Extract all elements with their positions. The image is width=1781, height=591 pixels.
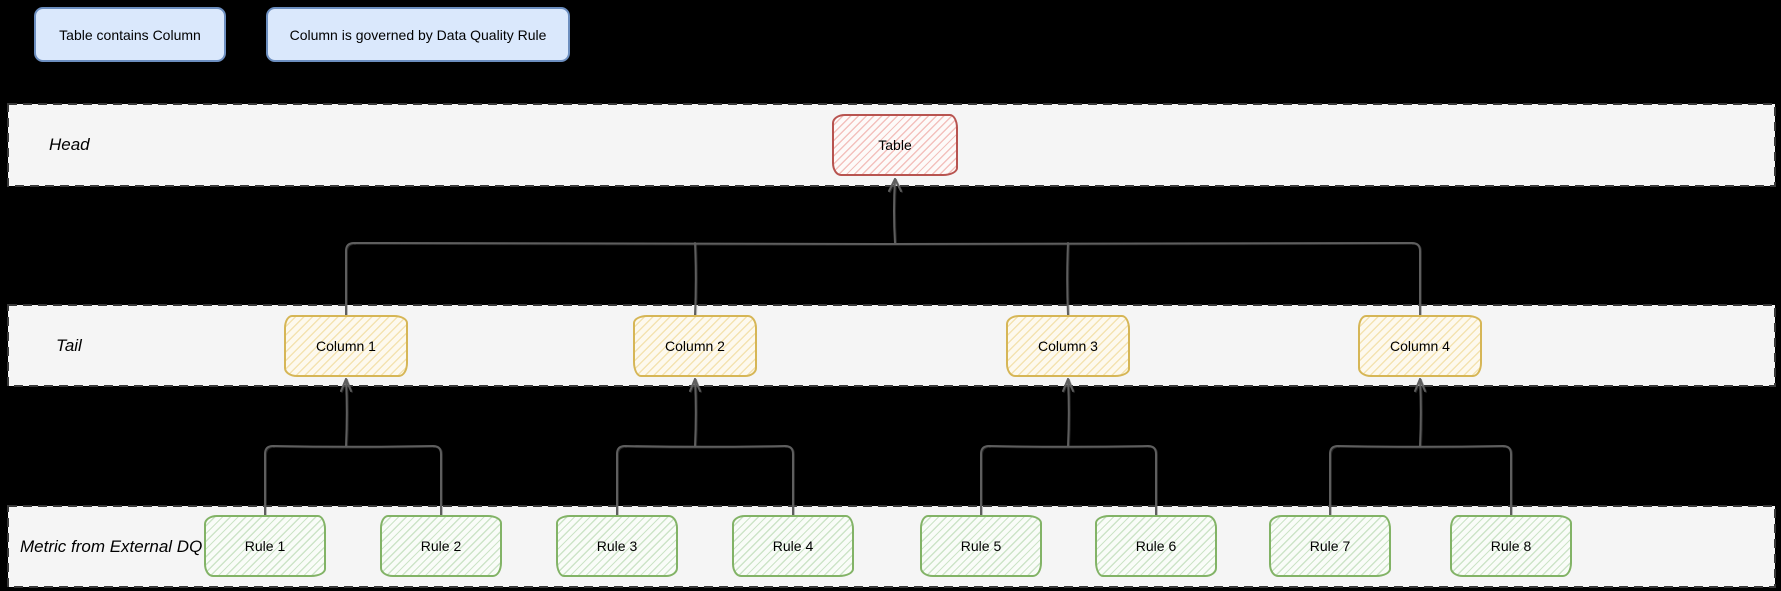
column-node-2[interactable]: Column 2: [633, 315, 757, 377]
rule-node-6[interactable]: Rule 6: [1095, 515, 1217, 577]
rule-node-5[interactable]: Rule 5: [920, 515, 1042, 577]
rule-node-2[interactable]: Rule 2: [380, 515, 502, 577]
rule-node-7[interactable]: Rule 7: [1269, 515, 1391, 577]
column-node-4[interactable]: Column 4: [1358, 315, 1482, 377]
legend-table-contains-column[interactable]: Table contains Column: [34, 7, 226, 62]
lane-label-metric: Metric from External DQ: [20, 537, 203, 556]
lane-label-tail: Tail: [56, 336, 82, 355]
legend-column-governed-by-rule[interactable]: Column is governed by Data Quality Rule: [266, 7, 570, 62]
lane-tail[interactable]: [7, 304, 1776, 387]
column-node-3[interactable]: Column 3: [1006, 315, 1130, 377]
column-node-1[interactable]: Column 1: [284, 315, 408, 377]
rule-node-4[interactable]: Rule 4: [732, 515, 854, 577]
rule-node-8[interactable]: Rule 8: [1450, 515, 1572, 577]
rule-node-3[interactable]: Rule 3: [556, 515, 678, 577]
rule-node-1[interactable]: Rule 1: [204, 515, 326, 577]
table-node[interactable]: Table: [832, 114, 958, 176]
lane-label-head: Head: [49, 135, 90, 154]
